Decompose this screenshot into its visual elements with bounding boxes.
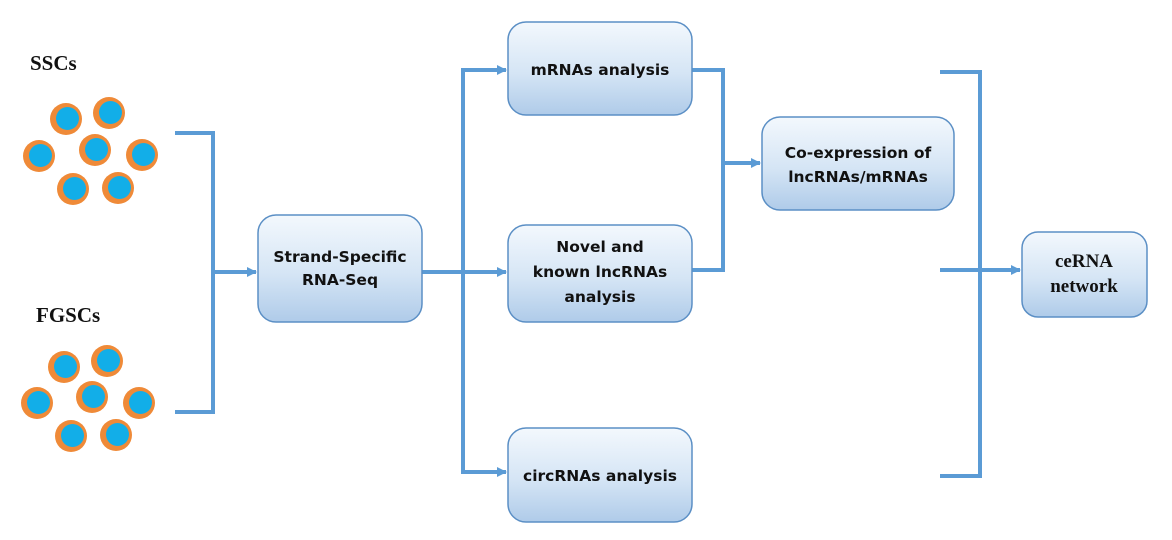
- cell-cluster-fgsc: [21, 345, 155, 452]
- group-label-ssc: SSCs: [30, 51, 77, 75]
- cell-icon: [57, 173, 89, 205]
- node-cerna-line-2: network: [1050, 276, 1118, 297]
- cell-nucleus: [132, 143, 155, 166]
- cell-icon: [50, 103, 82, 135]
- node-coexp: Co-expression of lncRNAs/mRNAs: [761, 116, 955, 211]
- cell-icon: [123, 387, 155, 419]
- cell-nucleus: [99, 101, 122, 124]
- node-coexp-box: [761, 116, 955, 211]
- node-coexp-line-2: lncRNAs/mRNAs: [788, 168, 928, 186]
- cell-icon: [76, 381, 108, 413]
- cell-icon: [100, 419, 132, 451]
- group-label-fgsc: FGSCs: [36, 303, 100, 327]
- cell-nucleus: [106, 423, 129, 446]
- node-seq-box: [257, 214, 423, 323]
- connectors: [175, 65, 1021, 478]
- cell-nucleus: [29, 144, 52, 167]
- node-lnc: Novel and known lncRNAs analysis: [507, 224, 693, 323]
- cell-icon: [48, 351, 80, 383]
- node-cerna-box: [1021, 231, 1148, 318]
- connector-merge-bracket: [692, 68, 725, 272]
- node-cerna: ceRNA network: [1021, 231, 1148, 318]
- node-mrna-box: [507, 21, 693, 116]
- node-seq: Strand-Specific RNA-Seq: [257, 214, 423, 323]
- node-circ-line-1: circRNAs analysis: [523, 467, 677, 485]
- node-cerna-line-1: ceRNA: [1055, 251, 1113, 272]
- cell-nucleus: [97, 349, 120, 372]
- node-lnc-line-3: analysis: [564, 288, 635, 306]
- node-lnc-line-2: known lncRNAs: [533, 263, 667, 281]
- cell-icon: [23, 140, 55, 172]
- cell-icon: [91, 345, 123, 377]
- cell-nucleus: [56, 107, 79, 130]
- cell-icon: [102, 172, 134, 204]
- cell-nucleus: [27, 391, 50, 414]
- connector-input-bracket: [175, 131, 215, 414]
- cell-icon: [55, 420, 87, 452]
- cell-nucleus: [129, 391, 152, 414]
- node-mrna: mRNAs analysis: [507, 21, 693, 116]
- node-seq-line-1: Strand-Specific: [273, 248, 406, 266]
- node-seq-line-2: RNA-Seq: [302, 271, 378, 289]
- node-coexp-line-1: Co-expression of: [785, 144, 932, 162]
- node-lnc-box: [507, 224, 693, 323]
- cell-cluster-ssc: [23, 97, 158, 205]
- node-lnc-line-1: Novel and: [556, 238, 644, 256]
- cell-icon: [21, 387, 53, 419]
- cell-nucleus: [85, 138, 108, 161]
- cell-nucleus: [61, 424, 84, 447]
- node-mrna-line-1: mRNAs analysis: [531, 61, 670, 79]
- cell-icon: [93, 97, 125, 129]
- cell-icon: [79, 134, 111, 166]
- cell-nucleus: [108, 176, 131, 199]
- connector-output-bracket: [940, 70, 982, 478]
- cell-nucleus: [63, 177, 86, 200]
- cell-icon: [126, 139, 158, 171]
- node-circ-box: [507, 427, 693, 523]
- node-circ: circRNAs analysis: [507, 427, 693, 523]
- cell-nucleus: [54, 355, 77, 378]
- cell-nucleus: [82, 385, 105, 408]
